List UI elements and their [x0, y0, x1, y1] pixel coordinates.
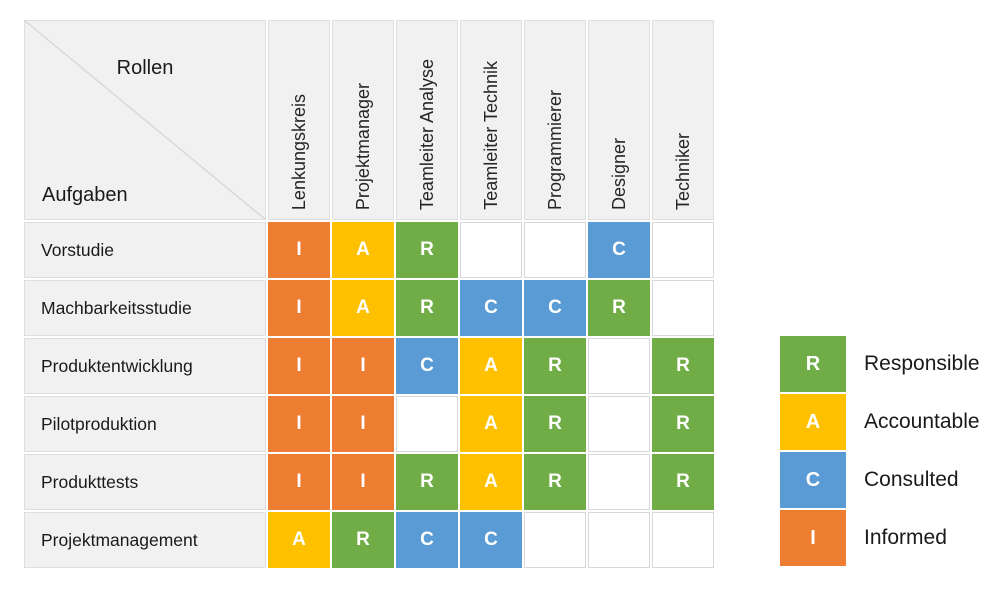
raci-cell-i-produkttests-lenkungskreis: I [268, 454, 330, 510]
raci-cell-empty-produkttests-designer [588, 454, 650, 510]
corner-cell: Rollen Aufgaben [24, 20, 266, 220]
raci-cell-empty-produktentwicklung-designer [588, 338, 650, 394]
corner-roles-label: Rollen [116, 57, 174, 79]
legend-swatch-c: C [780, 452, 846, 508]
raci-cell-empty-projektmanagement-techniker [652, 512, 714, 568]
role-header-projektmanager: Projektmanager [332, 20, 394, 220]
raci-cell-empty-vorstudie-teamleiter-technik [460, 222, 522, 278]
role-header-label: Teamleiter Analyse [417, 58, 437, 210]
legend-label: Consulted [864, 468, 959, 491]
legend-label: Accountable [864, 410, 980, 433]
raci-cell-r-produkttests-teamleiter-analyse: R [396, 454, 458, 510]
role-header-label: Designer [609, 137, 629, 210]
role-header-teamleiter-technik: Teamleiter Technik [460, 20, 522, 220]
raci-cell-c-produktentwicklung-teamleiter-analyse: C [396, 338, 458, 394]
raci-cell-r-projektmanagement-projektmanager: R [332, 512, 394, 568]
role-header-lenkungskreis: Lenkungskreis [268, 20, 330, 220]
raci-cell-empty-pilotproduktion-designer [588, 396, 650, 452]
role-header-label: Programmierer [545, 89, 565, 210]
raci-cell-r-pilotproduktion-programmierer: R [524, 396, 586, 452]
task-label-vorstudie: Vorstudie [24, 222, 266, 278]
raci-cell-a-pilotproduktion-teamleiter-technik: A [460, 396, 522, 452]
raci-cell-r-vorstudie-teamleiter-analyse: R [396, 222, 458, 278]
raci-cell-r-machbarkeitsstudie-teamleiter-analyse: R [396, 280, 458, 336]
corner-tasks-label: Aufgaben [42, 184, 128, 206]
task-label-pilotproduktion: Pilotproduktion [24, 396, 266, 452]
legend-item-accountable: A Accountable [780, 394, 980, 450]
raci-cell-c-machbarkeitsstudie-teamleiter-technik: C [460, 280, 522, 336]
raci-cell-empty-vorstudie-programmierer [524, 222, 586, 278]
role-header-label: Teamleiter Technik [481, 61, 501, 210]
raci-cell-r-produkttests-techniker: R [652, 454, 714, 510]
raci-cell-i-produktentwicklung-projektmanager: I [332, 338, 394, 394]
legend-swatch-i: I [780, 510, 846, 566]
raci-cell-r-produktentwicklung-programmierer: R [524, 338, 586, 394]
raci-cell-i-produktentwicklung-lenkungskreis: I [268, 338, 330, 394]
raci-cell-i-machbarkeitsstudie-lenkungskreis: I [268, 280, 330, 336]
legend-item-responsible: R Responsible [780, 336, 980, 392]
role-header-label: Projektmanager [353, 82, 373, 210]
role-header-label: Techniker [673, 132, 693, 210]
legend-label: Responsible [864, 352, 980, 375]
role-header-teamleiter-analyse: Teamleiter Analyse [396, 20, 458, 220]
raci-cell-empty-machbarkeitsstudie-techniker [652, 280, 714, 336]
raci-cell-c-projektmanagement-teamleiter-technik: C [460, 512, 522, 568]
raci-cell-c-vorstudie-designer: C [588, 222, 650, 278]
raci-cell-i-vorstudie-lenkungskreis: I [268, 222, 330, 278]
raci-cell-empty-projektmanagement-programmierer [524, 512, 586, 568]
raci-cell-i-pilotproduktion-lenkungskreis: I [268, 396, 330, 452]
raci-cell-a-projektmanagement-lenkungskreis: A [268, 512, 330, 568]
raci-cell-empty-vorstudie-techniker [652, 222, 714, 278]
raci-cell-a-machbarkeitsstudie-projektmanager: A [332, 280, 394, 336]
role-header-programmierer: Programmierer [524, 20, 586, 220]
raci-cell-a-produkttests-teamleiter-technik: A [460, 454, 522, 510]
task-label-produktentwicklung: Produktentwicklung [24, 338, 266, 394]
raci-cell-r-produktentwicklung-techniker: R [652, 338, 714, 394]
legend-item-consulted: C Consulted [780, 452, 980, 508]
role-header-designer: Designer [588, 20, 650, 220]
diagonal-divider-line [24, 20, 266, 220]
task-label-produkttests: Produkttests [24, 454, 266, 510]
task-label-projektmanagement: Projektmanagement [24, 512, 266, 568]
raci-cell-a-produktentwicklung-teamleiter-technik: A [460, 338, 522, 394]
legend-item-informed: I Informed [780, 510, 980, 566]
task-label-machbarkeitsstudie: Machbarkeitsstudie [24, 280, 266, 336]
role-header-label: Lenkungskreis [289, 93, 309, 210]
raci-cell-i-pilotproduktion-projektmanager: I [332, 396, 394, 452]
legend-swatch-r: R [780, 336, 846, 392]
raci-cell-i-produkttests-projektmanager: I [332, 454, 394, 510]
legend-label: Informed [864, 526, 947, 549]
raci-cell-r-machbarkeitsstudie-designer: R [588, 280, 650, 336]
raci-cell-a-vorstudie-projektmanager: A [332, 222, 394, 278]
raci-cell-r-produkttests-programmierer: R [524, 454, 586, 510]
role-header-techniker: Techniker [652, 20, 714, 220]
raci-cell-empty-pilotproduktion-teamleiter-analyse [396, 396, 458, 452]
raci-cell-r-pilotproduktion-techniker: R [652, 396, 714, 452]
legend-swatch-a: A [780, 394, 846, 450]
raci-cell-empty-projektmanagement-designer [588, 512, 650, 568]
raci-cell-c-projektmanagement-teamleiter-analyse: C [396, 512, 458, 568]
raci-cell-c-machbarkeitsstudie-programmierer: C [524, 280, 586, 336]
